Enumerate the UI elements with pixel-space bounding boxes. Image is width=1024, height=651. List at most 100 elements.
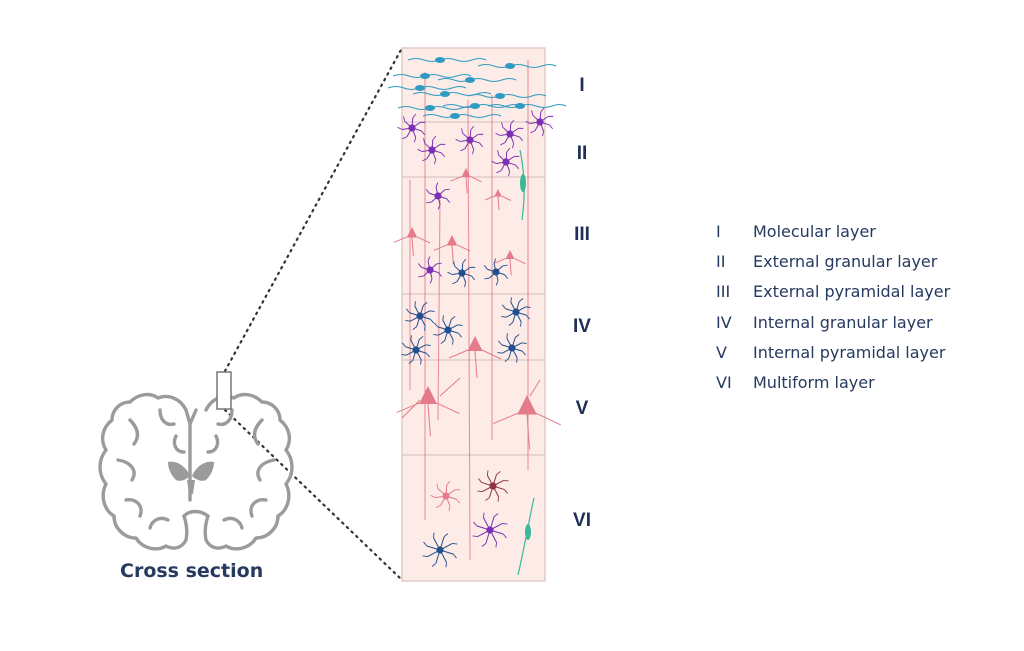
granule-cell-dendrite xyxy=(508,322,514,326)
legend-row: II External granular layer xyxy=(716,252,1006,282)
granule-cell-dendrite xyxy=(434,159,437,165)
granule-cell xyxy=(508,344,516,352)
pyramidal-cell-axon xyxy=(451,245,454,265)
granule-cell-dendrite xyxy=(450,316,456,320)
multiform-cell-dendrite xyxy=(452,543,458,545)
multiform-cell-dendrite xyxy=(497,496,500,502)
granule-cell-dendrite xyxy=(500,142,506,146)
granule-cell-dendrite xyxy=(491,160,497,164)
multiform-cell-dendrite xyxy=(445,562,447,568)
multiform-cell-dendrite xyxy=(436,483,439,489)
granule-cell-dendrite xyxy=(515,164,520,170)
multiform-cell xyxy=(436,546,444,554)
granule-cell-dendrite xyxy=(461,128,464,134)
granule-cell-dendrite xyxy=(430,318,434,324)
granule-cell-dendrite xyxy=(402,342,406,348)
granule-cell-dendrite xyxy=(447,271,453,275)
horizontal-cell-process xyxy=(422,113,502,119)
multiform-cell-dendrite xyxy=(486,470,489,476)
granule-cell-dendrite xyxy=(479,142,484,148)
pyramidal-cell xyxy=(505,250,515,259)
legend-row: IV Internal granular layer xyxy=(716,313,1006,343)
granule-cell-dendrite xyxy=(549,124,554,130)
legend-numeral: I xyxy=(716,222,721,241)
multiform-cell-dendrite xyxy=(446,480,451,486)
legend-layer-name: Molecular layer xyxy=(753,222,876,241)
granule-cell xyxy=(412,346,420,354)
multiform-cell-dendrite xyxy=(430,495,436,499)
legend-layer-name: Internal pyramidal layer xyxy=(753,342,946,362)
horizontal-cell-process xyxy=(477,63,557,69)
granule-cell-dendrite xyxy=(497,352,503,354)
granule-cell xyxy=(444,326,452,334)
multiform-cell-dendrite xyxy=(456,498,460,504)
granule-cell-dendrite xyxy=(493,258,497,264)
granule-cell-dendrite xyxy=(496,170,502,174)
granule-cell-dendrite xyxy=(427,256,431,262)
granule-cell-dendrite xyxy=(405,320,411,322)
multiform-cell xyxy=(442,492,450,500)
large-pyramidal-cell-axon xyxy=(427,403,431,437)
zoom-lines xyxy=(223,46,404,582)
granule-cell xyxy=(434,192,442,200)
granule-cell-dendrite xyxy=(472,149,475,155)
multiform-cell-dendrite xyxy=(478,478,482,483)
granule-cell-dendrite xyxy=(452,339,454,345)
small-pyramidal-cell-basal-dendrite xyxy=(469,175,482,183)
large-pyramidal-cell xyxy=(419,386,437,404)
granule-cell-dendrite xyxy=(518,298,524,302)
left-sulci xyxy=(116,408,186,530)
horizontal-cell xyxy=(420,73,430,79)
multiform-cell-dendrite xyxy=(477,490,483,493)
pyramidal-cell-axon xyxy=(474,350,478,379)
granule-cell-dendrite xyxy=(504,358,510,362)
granule-cell xyxy=(408,124,416,132)
multiform-cell-dendrite xyxy=(472,535,478,537)
granule-cell-dendrite xyxy=(506,147,511,153)
granule-cell-dendrite xyxy=(471,275,476,281)
granule-cell-dendrite xyxy=(434,322,438,328)
small-pyramidal-cell-axon xyxy=(497,196,500,211)
right-hemisphere-outline xyxy=(203,392,294,551)
granule-cell-dendrite xyxy=(522,350,526,356)
horizontal-cell xyxy=(440,91,450,97)
granule-cell-dendrite xyxy=(441,152,446,158)
granule-cell-dendrite xyxy=(502,304,506,310)
legend-numeral: II xyxy=(716,252,726,272)
granule-cell-dendrite xyxy=(530,130,536,134)
legend-numeral: IV xyxy=(716,312,732,332)
small-pyramidal-cell xyxy=(494,189,502,197)
horizontal-cell-process xyxy=(442,103,522,109)
granule-cell-dendrite xyxy=(464,282,467,288)
granule-cell xyxy=(426,266,434,274)
horizontal-cell xyxy=(465,77,475,83)
granule-cell-dendrite xyxy=(446,198,451,203)
granule-cell xyxy=(466,136,474,144)
multiform-cell-dendrite xyxy=(496,471,501,475)
small-pyramidal-cell-basal-dendrite xyxy=(484,195,495,201)
legend-layer-name: Multiform layer xyxy=(753,372,875,392)
granule-cell-dendrite xyxy=(417,263,422,268)
pyramidal-cell-axon xyxy=(509,258,512,276)
small-pyramidal-cell-axon xyxy=(465,176,468,194)
small-pyramidal-cell xyxy=(461,168,471,177)
granule-cell-dendrite xyxy=(414,137,417,143)
layer-numeral-1: I xyxy=(579,75,584,96)
granule-cell-dendrite xyxy=(519,136,524,142)
granule-cell-dendrite xyxy=(425,189,430,194)
granule-cell-dendrite xyxy=(483,265,488,270)
pyramidal-cell xyxy=(446,235,458,246)
granule-cell-dendrite xyxy=(504,274,509,279)
large-pyramidal-cell-basal-dendrite xyxy=(493,412,519,425)
multiform-cell-dendrite xyxy=(435,505,441,509)
multiform-cell-dendrite xyxy=(433,532,435,538)
granule-cell-dendrite xyxy=(417,148,423,152)
granule-cell-dendrite xyxy=(452,281,458,285)
granule-cell-dendrite xyxy=(425,344,431,346)
layer-numeral-3: III xyxy=(574,224,590,245)
multiform-cell-dendrite xyxy=(453,553,457,559)
multiform-cell-dendrite xyxy=(443,533,449,537)
multiform-cell xyxy=(489,482,497,490)
horizontal-cell xyxy=(505,63,515,69)
